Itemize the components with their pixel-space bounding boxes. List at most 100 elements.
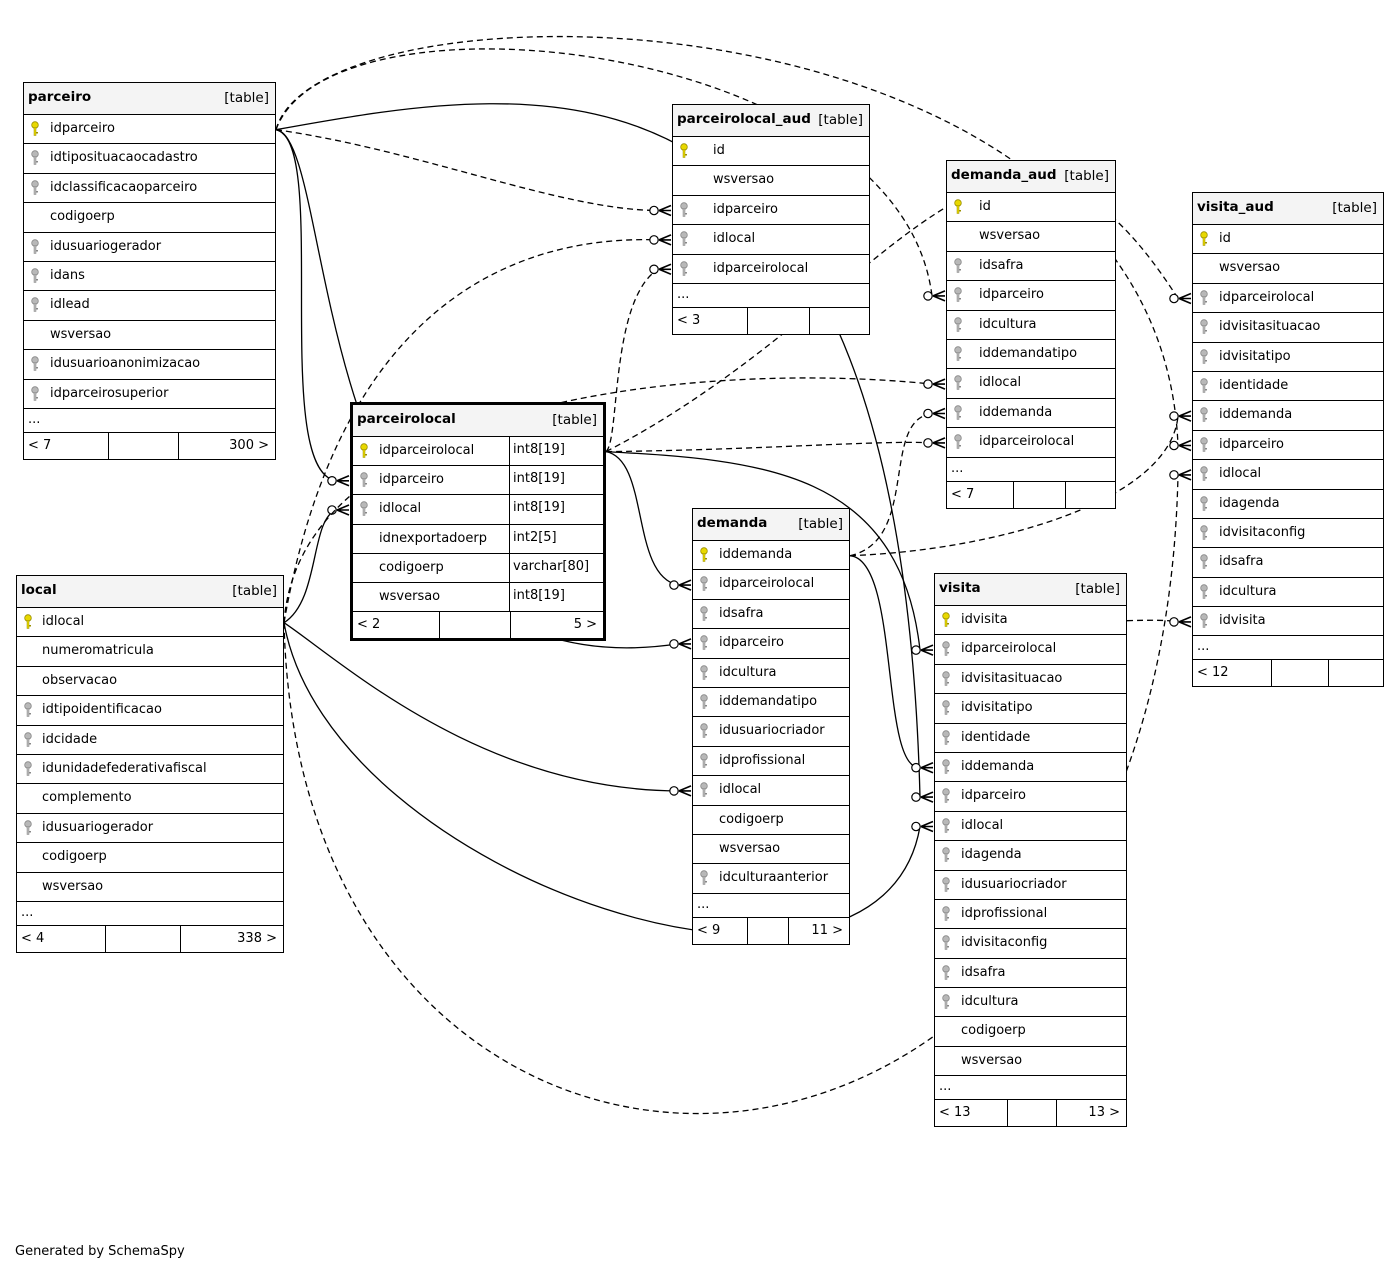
- table-name[interactable]: visita: [939, 580, 981, 596]
- column-row[interactable]: idvisitaconfig: [1193, 519, 1383, 549]
- column-name[interactable]: idlocal: [961, 817, 1004, 833]
- column-name[interactable]: idcidade: [42, 731, 98, 747]
- relationship-edge[interactable]: [275, 48, 933, 296]
- parent-count[interactable]: < 13: [939, 1105, 971, 1121]
- column-name[interactable]: idnexportadoerp: [379, 530, 487, 546]
- column-name[interactable]: idsafra: [979, 257, 1024, 273]
- column-row[interactable]: idvisitatipo: [1193, 343, 1383, 372]
- column-name[interactable]: idparceiro: [979, 287, 1044, 303]
- column-row[interactable]: idusuariocriador: [693, 717, 849, 747]
- column-row[interactable]: idtiposituacaocadastro: [24, 144, 275, 174]
- column-name[interactable]: iddemandatipo: [719, 693, 818, 709]
- column-name[interactable]: idagenda: [961, 847, 1022, 863]
- column-name[interactable]: idparceiro: [50, 121, 115, 136]
- parent-count[interactable]: < 7: [951, 486, 975, 502]
- relationship-edge[interactable]: [605, 441, 933, 453]
- column-row[interactable]: idparceirolocal: [947, 428, 1115, 458]
- column-name[interactable]: idunidadefederativafiscal: [42, 760, 207, 776]
- column-name[interactable]: wsversao: [713, 172, 775, 188]
- column-name[interactable]: iddemanda: [719, 547, 793, 562]
- column-row[interactable]: idparceirolocal: [673, 255, 869, 284]
- column-row[interactable]: idusuariogerador: [24, 233, 275, 262]
- column-name[interactable]: wsversao: [50, 326, 112, 342]
- column-row[interactable]: iddemanda: [947, 399, 1115, 429]
- column-row[interactable]: idans: [24, 262, 275, 292]
- relationship-edge[interactable]: [275, 129, 337, 482]
- column-row[interactable]: wsversao: [24, 321, 275, 351]
- column-row[interactable]: idagenda: [1193, 490, 1383, 519]
- column-name[interactable]: iddemanda: [1219, 407, 1293, 423]
- column-name[interactable]: idvisita: [1219, 613, 1266, 629]
- column-name[interactable]: wsversao: [379, 588, 441, 604]
- child-count[interactable]: 5 >: [573, 617, 597, 633]
- column-row[interactable]: idparceirolocal: [1193, 284, 1383, 314]
- column-row[interactable]: idparceiro: [693, 629, 849, 659]
- column-name[interactable]: idparceirolocal: [713, 260, 809, 276]
- column-row[interactable]: wsversao: [1193, 254, 1383, 284]
- column-row[interactable]: idvisitasituacao: [935, 665, 1126, 695]
- column-row[interactable]: id: [673, 137, 869, 167]
- column-name[interactable]: idagenda: [1219, 495, 1280, 511]
- column-name[interactable]: id: [713, 143, 725, 158]
- column-name[interactable]: idsafra: [719, 605, 764, 621]
- parent-count[interactable]: < 9: [697, 922, 721, 938]
- column-name[interactable]: idans: [50, 267, 85, 283]
- column-row[interactable]: idcidade: [17, 726, 283, 755]
- column-row[interactable]: idlocal: [673, 225, 869, 255]
- column-row[interactable]: iddemandatipo: [947, 340, 1115, 370]
- column-name[interactable]: idtipoidentificacao: [42, 702, 162, 718]
- column-name[interactable]: iddemanda: [979, 404, 1053, 420]
- column-name[interactable]: idusuarioanonimizacao: [50, 356, 201, 372]
- column-row[interactable]: idagenda: [935, 841, 1126, 871]
- column-name[interactable]: wsversao: [961, 1052, 1023, 1068]
- column-name[interactable]: observacao: [42, 672, 118, 688]
- column-name[interactable]: idlocal: [719, 782, 762, 798]
- column-row[interactable]: idsafra: [935, 959, 1126, 989]
- column-name[interactable]: codigoerp: [379, 559, 444, 575]
- child-count[interactable]: 300 >: [229, 437, 269, 453]
- table-name[interactable]: parceiro: [28, 89, 92, 105]
- column-name[interactable]: idvisitasituacao: [961, 670, 1063, 686]
- relationship-edge[interactable]: [605, 450, 921, 651]
- column-row[interactable]: id: [947, 193, 1115, 223]
- column-row[interactable]: wsversao: [693, 835, 849, 865]
- column-name[interactable]: id: [1219, 231, 1231, 246]
- column-row[interactable]: idsafra: [1193, 548, 1383, 578]
- column-name[interactable]: idtiposituacaocadastro: [50, 150, 198, 166]
- column-name[interactable]: codigoerp: [961, 1023, 1026, 1039]
- column-row[interactable]: idparceiro: [1193, 431, 1383, 461]
- column-name[interactable]: idvisitaconfig: [961, 935, 1048, 951]
- column-name[interactable]: idparceirolocal: [719, 576, 815, 592]
- parent-count[interactable]: < 7: [28, 437, 52, 453]
- column-name[interactable]: idvisitatipo: [961, 700, 1033, 716]
- column-name[interactable]: complemento: [42, 790, 132, 806]
- column-name[interactable]: iddemandatipo: [979, 345, 1078, 361]
- column-row[interactable]: idparceirosuperior: [24, 380, 275, 409]
- column-name[interactable]: idparceiro: [379, 472, 444, 488]
- column-row[interactable]: iddemanda: [693, 541, 849, 571]
- column-row[interactable]: codigoerp: [693, 806, 849, 835]
- column-name[interactable]: idparceirolocal: [961, 641, 1057, 657]
- column-row[interactable]: idparceiro: [673, 196, 869, 226]
- parent-count[interactable]: < 2: [357, 617, 381, 633]
- child-count[interactable]: 338 >: [237, 930, 277, 946]
- column-name[interactable]: idlead: [50, 297, 90, 313]
- column-name[interactable]: identidade: [961, 729, 1031, 745]
- column-name[interactable]: idcultura: [979, 316, 1037, 332]
- relationship-edge[interactable]: [1126, 619, 1179, 623]
- column-row[interactable]: idtipoidentificacao: [17, 696, 283, 726]
- column-name[interactable]: idcultura: [961, 994, 1019, 1010]
- column-row[interactable]: iddemanda: [1193, 401, 1383, 431]
- column-row[interactable]: idlocal: [693, 776, 849, 806]
- column-name[interactable]: idlocal: [1219, 466, 1262, 482]
- column-row[interactable]: iddemanda: [935, 753, 1126, 783]
- column-row[interactable]: observacao: [17, 667, 283, 697]
- column-name[interactable]: wsversao: [979, 228, 1041, 244]
- column-row[interactable]: idlocal: [935, 812, 1126, 842]
